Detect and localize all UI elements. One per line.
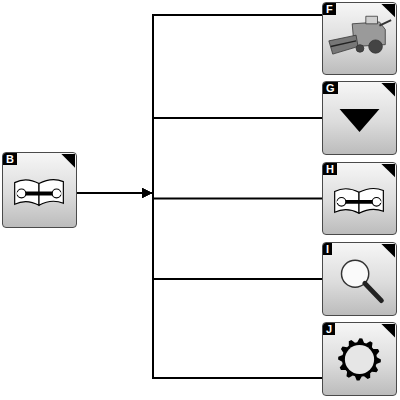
- manual-wrench-symbol: [335, 188, 384, 213]
- icon-button-box: B: [2, 152, 77, 228]
- arrow-head: [142, 188, 152, 198]
- corner-mark: [381, 83, 395, 96]
- arrow-head: [142, 188, 152, 198]
- bracket-connector: [77, 118, 322, 198]
- arrow-head: [142, 188, 152, 198]
- corner-mark: [381, 164, 395, 177]
- bracket-connector: [77, 188, 322, 279]
- bracket-connector: [77, 15, 322, 198]
- connector-line: [77, 118, 322, 193]
- callout-letter: F: [323, 3, 336, 15]
- connector-line: [77, 193, 322, 279]
- callout-letter: H: [323, 163, 337, 175]
- manual-wrench-symbol: [15, 180, 64, 206]
- connector-line: [77, 193, 322, 378]
- icon-button-box: J: [322, 322, 397, 396]
- callout-letter: J: [323, 323, 335, 335]
- bracket-connector: [77, 188, 322, 378]
- settings-gear-symbol: [338, 338, 381, 380]
- arrow-head: [142, 188, 152, 198]
- down-arrow-symbol: [340, 109, 380, 132]
- icon-button-box: G: [322, 81, 397, 155]
- combine-harvester-symbol: [329, 16, 391, 54]
- callout-letter: G: [323, 82, 338, 94]
- icon-button-box: F: [322, 2, 397, 75]
- corner-mark: [381, 324, 395, 337]
- button-icon: [323, 243, 396, 315]
- callout-letter: B: [3, 153, 17, 165]
- magnifier-symbol: [341, 260, 381, 300]
- callout-letter: I: [323, 243, 332, 255]
- icon-button-box: H: [322, 162, 397, 235]
- icon-button-box: I: [322, 242, 397, 316]
- arrow-head: [142, 188, 152, 198]
- connector-line: [77, 15, 322, 193]
- corner-mark: [381, 244, 395, 257]
- corner-mark: [381, 4, 395, 17]
- corner-mark: [61, 154, 75, 168]
